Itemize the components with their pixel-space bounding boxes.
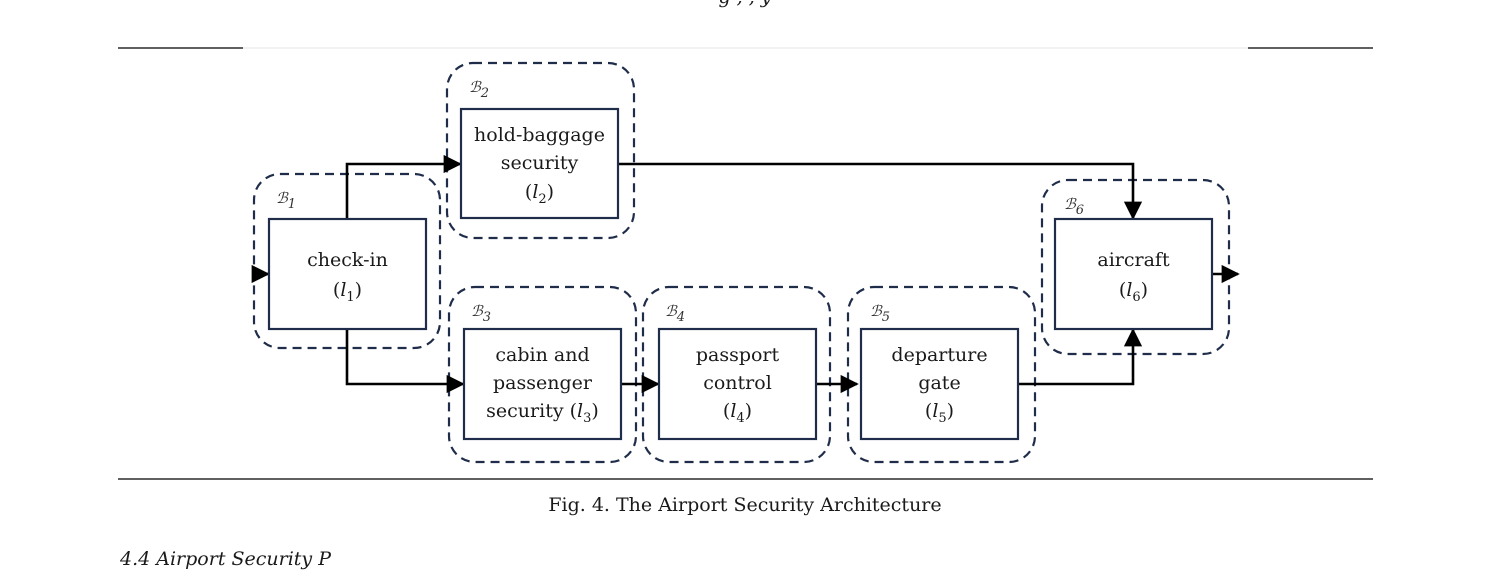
group-label-index: 1	[288, 197, 296, 212]
figure-caption: Fig. 4. The Airport Security Architectur…	[548, 494, 942, 516]
group-label-letter: ℬ	[471, 302, 484, 320]
node-label-l5-line-2: gate	[918, 372, 960, 394]
node-var-close: )	[947, 400, 954, 422]
node-var-l5: (l5)	[925, 400, 954, 426]
footer-fragment: 4.4 Airport Security P	[120, 548, 331, 570]
edge-l5-to-l6	[1018, 328, 1143, 386]
node-var-index: 6	[1132, 290, 1140, 305]
node-label-l4-line-1: passport	[696, 344, 780, 366]
group-label-b1: ℬ1	[276, 189, 296, 212]
group-boundary-b2	[445, 61, 636, 240]
node-box-l3	[462, 327, 623, 441]
node-label-l4-line-2: control	[703, 372, 772, 394]
node-var-l3: security (l3)	[486, 400, 599, 426]
group-label-b6: ℬ6	[1064, 195, 1084, 218]
node-label-l6-line-1: aircraft	[1097, 249, 1170, 271]
node-var-letter: l	[730, 400, 736, 422]
node-var-letter: l	[577, 400, 583, 422]
node-layer: check-in(l1)hold-baggagesecurity(l2)cabi…	[267, 107, 1214, 441]
node-var-index: 3	[583, 411, 591, 426]
node-var-close: )	[745, 400, 752, 422]
header-fragment: g , , y	[0, 0, 1490, 8]
node-var-open: (	[925, 400, 932, 422]
node-var-index: 5	[938, 411, 946, 426]
node-label-l5-line-1: departure	[891, 344, 987, 366]
node-var-l4: (l4)	[723, 400, 752, 426]
node-label-l3-line-1: cabin and	[495, 344, 589, 366]
node-var-open: (	[333, 279, 340, 301]
node-box-l6	[1053, 217, 1214, 331]
node-box-l4	[657, 327, 818, 441]
group-label-index: 6	[1076, 203, 1084, 218]
group-label-b3: ℬ3	[471, 302, 491, 325]
edge-l1-to-l2	[345, 154, 462, 219]
node-var-close: )	[1141, 279, 1148, 301]
node-var-l1: (l1)	[333, 279, 362, 305]
edge-l1-to-l3	[345, 329, 465, 394]
node-label-l1-line-1: check-in	[307, 249, 388, 271]
group-label-b4: ℬ4	[665, 302, 685, 325]
group-label-b2: ℬ2	[469, 78, 489, 101]
node-box-l1	[267, 217, 428, 331]
group-label-index: 3	[483, 310, 491, 325]
node-var-close: )	[547, 181, 554, 203]
node-box-l5	[859, 327, 1020, 441]
group-label-letter: ℬ	[1064, 195, 1077, 213]
node-var-index: 1	[346, 290, 354, 305]
group-label-index: 5	[882, 310, 890, 325]
node-var-index: 2	[538, 192, 546, 207]
group-label-index: 4	[676, 310, 685, 325]
node-box-l2	[459, 107, 620, 220]
group-label-b5: ℬ5	[870, 302, 890, 325]
node-var-close: )	[591, 400, 598, 422]
group-label-letter: ℬ	[276, 189, 289, 207]
node-var-open: security (	[486, 400, 577, 422]
group-boundary-b4	[641, 285, 832, 464]
node-label-l2-line-2: security	[501, 152, 579, 174]
node-label-l3-line-2: passenger	[493, 372, 593, 394]
edge-layer	[251, 154, 1240, 394]
node-label-l2-line-1: hold-baggage	[474, 124, 605, 146]
node-var-index: 4	[736, 411, 744, 426]
group-label-letter: ℬ	[665, 302, 678, 320]
node-var-letter: l	[1126, 279, 1132, 301]
node-var-l2: (l2)	[525, 181, 554, 207]
node-var-close: )	[355, 279, 362, 301]
node-var-letter: l	[932, 400, 938, 422]
group-boundary-b3	[447, 285, 638, 464]
group-label-letter: ℬ	[870, 302, 883, 320]
group-boundary-b6	[1040, 178, 1231, 356]
group-boundary-b5	[846, 285, 1037, 464]
group-label-index: 2	[480, 86, 489, 101]
node-var-open: (	[525, 181, 532, 203]
node-var-letter: l	[532, 181, 538, 203]
group-label-letter: ℬ	[469, 78, 482, 96]
node-var-open: (	[1119, 279, 1126, 301]
node-var-l6: (l6)	[1119, 279, 1148, 305]
node-var-open: (	[723, 400, 730, 422]
edge-l2-to-l6	[618, 162, 1143, 220]
node-var-letter: l	[340, 279, 346, 301]
